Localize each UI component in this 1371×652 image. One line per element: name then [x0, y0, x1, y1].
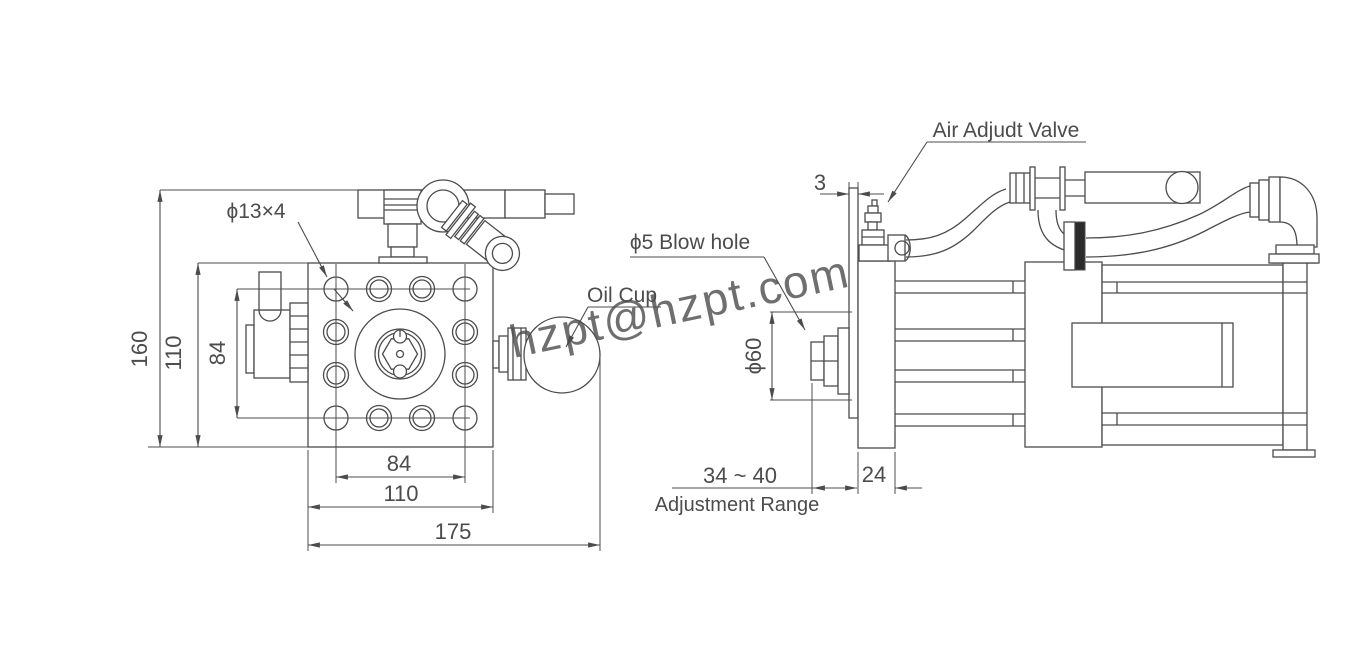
- side-port-connector: [245, 271, 309, 383]
- dim-plate-width: 110: [383, 481, 418, 506]
- front-flange-block: [857, 260, 896, 449]
- center-hex-plug-boss: [354, 308, 446, 400]
- air-adjust-valve: [858, 199, 911, 262]
- rear-column: [1282, 261, 1308, 451]
- oil-cup-ball: [523, 316, 601, 394]
- dim-total-width: 175: [435, 519, 472, 544]
- dim-plate-height: 110: [161, 335, 186, 370]
- mounting-plate: [848, 187, 859, 419]
- dim-holes-width: 84: [387, 451, 411, 476]
- front-view-drawing: ϕ13×4 Oil Cup 160 110 84 84 110 175: [127, 179, 661, 551]
- adjustment-range-label: Adjustment Range: [655, 494, 820, 516]
- watermark-text: hzpt@hzpt.com: [505, 245, 855, 368]
- body-cartridge: [1071, 322, 1234, 388]
- top-valve-assembly: [357, 179, 575, 272]
- dim-plate-thickness: 3: [814, 170, 826, 195]
- tie-rods: [895, 280, 1025, 427]
- side-view-drawing: Air Adjudt Valve ϕ5 Blow hole 3 ϕ60 34 ~…: [630, 119, 1320, 516]
- dim-holes-height: 84: [205, 341, 230, 365]
- pilot-cylinder: [1084, 170, 1201, 205]
- bulkhead-union: [1009, 166, 1085, 211]
- air-valve-label: Air Adjudt Valve: [933, 119, 1080, 142]
- elbow-fitting: [1249, 176, 1320, 264]
- blow-hole-fitting: [810, 327, 850, 395]
- blow-hole-label: ϕ5 Blow hole: [630, 231, 750, 254]
- dim-total-height: 160: [127, 331, 152, 368]
- angled-plug-fitting: [440, 199, 521, 272]
- dim-boss-diameter: ϕ60: [741, 338, 766, 375]
- dim-flange-width: 24: [862, 462, 886, 487]
- oil-cup-label: Oil Cup: [587, 284, 657, 307]
- bolt-pattern-label: ϕ13×4: [226, 200, 285, 223]
- adjustment-range-value: 34 ~ 40: [703, 463, 777, 488]
- muffler-band: [1063, 221, 1086, 271]
- oil-cup-assembly: [492, 316, 601, 394]
